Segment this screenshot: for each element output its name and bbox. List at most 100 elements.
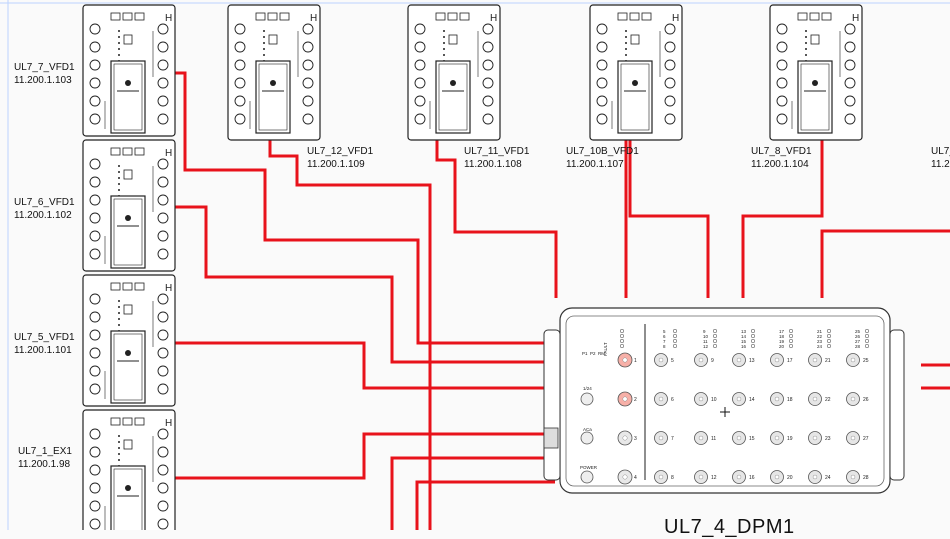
led-icon [625, 48, 627, 50]
power-port-icon[interactable] [580, 470, 594, 484]
drive-logo-icon [125, 80, 131, 86]
status-label: P2 [590, 351, 596, 356]
ground-icon: H [672, 13, 679, 24]
io-terminal-icon [234, 23, 246, 35]
power-port-icon[interactable] [580, 431, 594, 445]
io-terminal-icon [89, 347, 101, 359]
port-led-icon [672, 343, 678, 349]
network-cable[interactable] [175, 71, 555, 345]
port-pin-icon [774, 396, 780, 402]
network-cable[interactable] [175, 205, 555, 364]
device-label-ul7-5: UL7_5_VFD1 11.200.1.101 [14, 331, 75, 357]
legend-number: 11 [703, 339, 708, 344]
chip-icon [123, 34, 133, 45]
legend-number: 13 [741, 329, 747, 334]
ground-icon: H [310, 13, 317, 24]
network-cable[interactable] [820, 229, 950, 298]
io-terminal-icon [776, 95, 788, 107]
chip-icon [268, 34, 278, 45]
legend-number: 5 [663, 329, 666, 334]
io-terminal-icon [596, 113, 608, 125]
port-number: 25 [863, 358, 869, 364]
device-ip: 11.200.1.101 [14, 345, 72, 356]
io-terminal-icon [89, 500, 101, 512]
port-number: 9 [711, 358, 714, 364]
port-pin-icon [658, 357, 664, 363]
header-port-icon [134, 417, 145, 426]
io-terminal-icon [89, 464, 101, 476]
device-ip: 11.200.1.102 [14, 210, 72, 221]
io-terminal-icon [482, 95, 494, 107]
drive-logo-icon [125, 350, 131, 356]
io-terminal-icon [414, 59, 426, 71]
port-pin-icon [774, 474, 780, 480]
io-terminal-icon [844, 113, 856, 125]
led-icon [625, 54, 627, 56]
network-cable[interactable] [175, 432, 555, 480]
io-terminal-icon [157, 518, 169, 530]
io-terminal-icon [482, 113, 494, 125]
port-pin-icon [736, 396, 742, 402]
led-icon [263, 30, 265, 32]
legend-number: 16 [741, 344, 747, 349]
network-cable[interactable] [390, 456, 555, 530]
network-cable[interactable] [741, 140, 824, 298]
vfd-ul7-12[interactable]: H [227, 4, 321, 141]
vfd-ul7-11[interactable]: H [407, 4, 501, 141]
led-icon [443, 48, 445, 50]
vfd-ul7-6[interactable]: H [82, 139, 176, 272]
io-terminal-icon [157, 158, 169, 170]
io-terminal-icon [234, 77, 246, 89]
io-terminal-icon [596, 59, 608, 71]
port-led-icon [864, 328, 870, 334]
port-led-icon [864, 338, 870, 344]
dpm-enclosure [559, 307, 891, 494]
legend-number: 9 [703, 329, 706, 334]
led-icon [118, 171, 120, 173]
vfd-ul7-8[interactable]: H [769, 4, 863, 141]
network-cable[interactable] [175, 341, 555, 390]
io-terminal-icon [89, 113, 101, 125]
port-number: 3 [634, 436, 637, 442]
network-cable[interactable] [268, 140, 432, 530]
legend-number: 23 [817, 339, 823, 344]
led-icon [118, 312, 120, 314]
ground-clamp-icon [543, 427, 559, 449]
vfd-ul7-5[interactable]: H [82, 274, 176, 407]
io-terminal-icon [89, 482, 101, 494]
legend-number: 24 [817, 344, 823, 349]
io-terminal-icon [89, 158, 101, 170]
device-name: UL7_8_VFD1 [751, 146, 812, 157]
network-cable[interactable] [415, 480, 555, 530]
power-port-icon[interactable] [580, 392, 594, 406]
io-terminal-icon [157, 230, 169, 242]
port-number: 24 [825, 475, 831, 481]
io-terminal-icon [234, 95, 246, 107]
port-led-icon [788, 328, 794, 334]
port-number: 14 [749, 397, 755, 403]
io-terminal-icon [157, 113, 169, 125]
io-terminal-icon [664, 95, 676, 107]
io-terminal-icon [157, 446, 169, 458]
led-icon [118, 324, 120, 326]
port-led-icon [712, 333, 718, 339]
io-terminal-icon [414, 23, 426, 35]
io-terminal-icon [596, 77, 608, 89]
vfd-ul7-1-ex1[interactable]: H [82, 409, 176, 530]
port-led-icon [864, 343, 870, 349]
status-label: P1 [582, 351, 588, 356]
io-terminal-icon [844, 23, 856, 35]
port-pin-icon [658, 474, 664, 480]
drive-panel [113, 63, 143, 131]
network-cable[interactable] [628, 140, 710, 298]
vfd-ul7-7[interactable]: H [82, 4, 176, 137]
led-icon [118, 165, 120, 167]
led-icon [805, 36, 807, 38]
device-label-ul7-7: UL7_7_VFD1 11.200.1.103 [14, 61, 75, 87]
legend-number: 18 [779, 334, 785, 339]
port-number: 20 [787, 475, 793, 481]
vfd-ul7-10b[interactable]: H [589, 4, 683, 141]
network-cable[interactable] [435, 140, 558, 298]
